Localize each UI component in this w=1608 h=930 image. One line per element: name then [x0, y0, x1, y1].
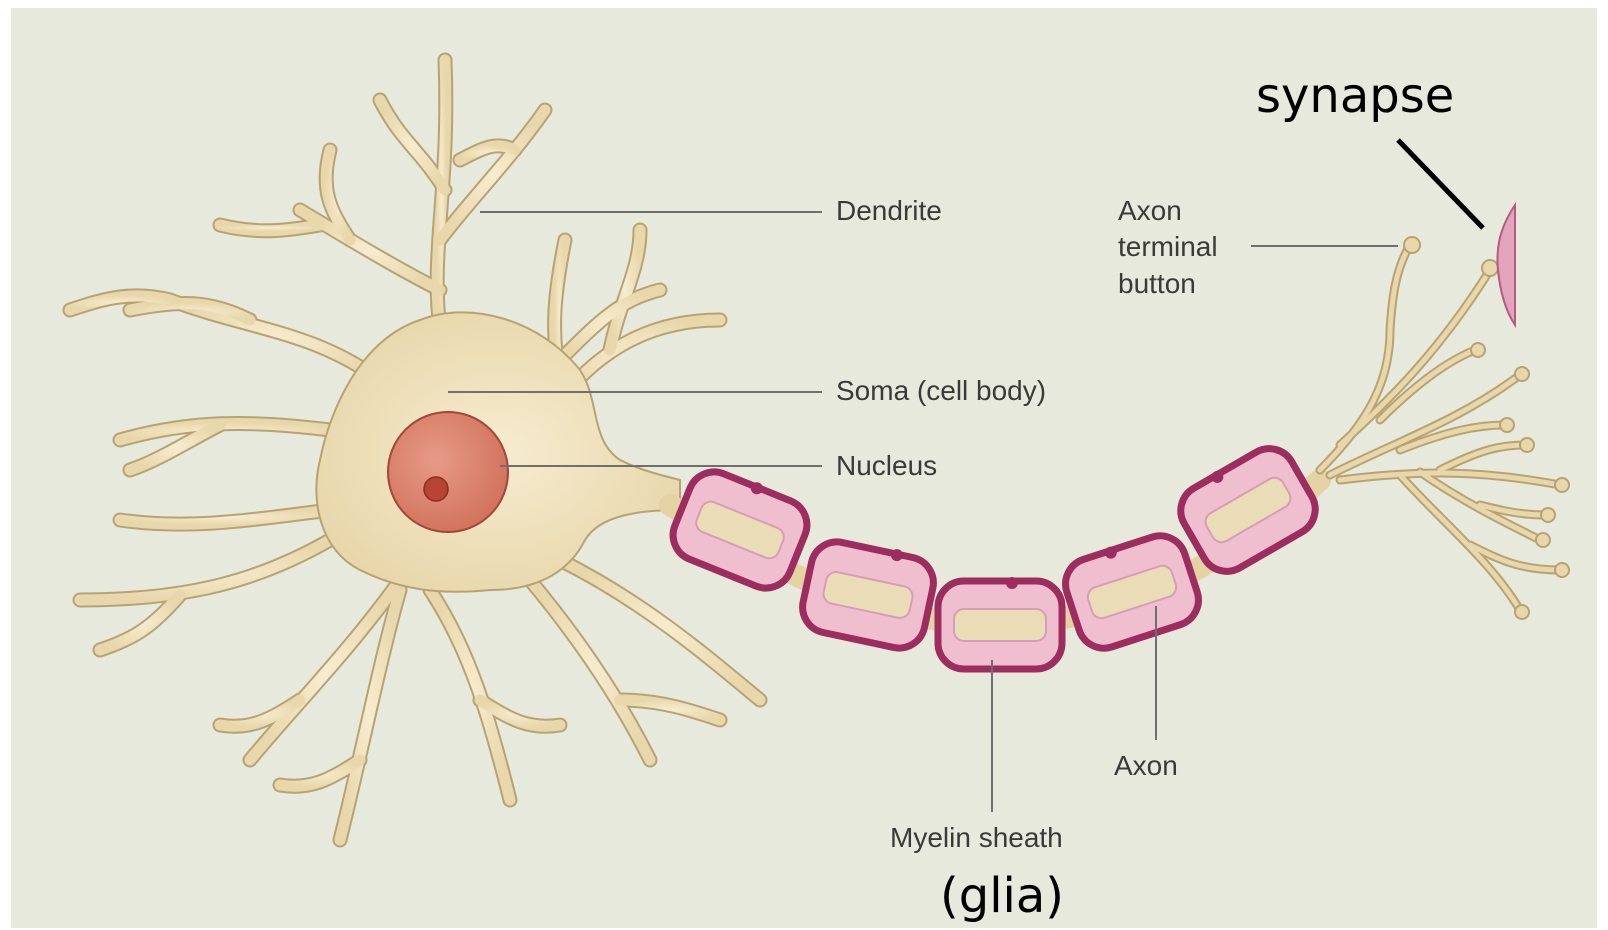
label-axon-terminal-line1: Axon [1118, 193, 1218, 229]
label-myelin-sheath: Myelin sheath [890, 820, 1063, 856]
label-axon-terminal-line2: terminal [1118, 229, 1218, 265]
label-dendrite: Dendrite [836, 193, 942, 229]
label-glia: (glia) [940, 872, 1064, 920]
label-nucleus: Nucleus [836, 448, 937, 484]
label-axon-terminal-line3: button [1118, 266, 1218, 302]
label-axon-terminal-button: Axon terminal button [1118, 193, 1218, 302]
synapse-pointer [1398, 140, 1483, 228]
label-synapse: synapse [1256, 72, 1454, 120]
nucleolus-shape [424, 477, 448, 501]
axon-terminals [1320, 237, 1569, 619]
postsynaptic-cell [1497, 205, 1515, 325]
label-soma: Soma (cell body) [836, 373, 1046, 409]
label-axon: Axon [1114, 748, 1178, 784]
nucleus-shape [388, 412, 508, 532]
myelin-sheath-segments [665, 436, 1324, 669]
